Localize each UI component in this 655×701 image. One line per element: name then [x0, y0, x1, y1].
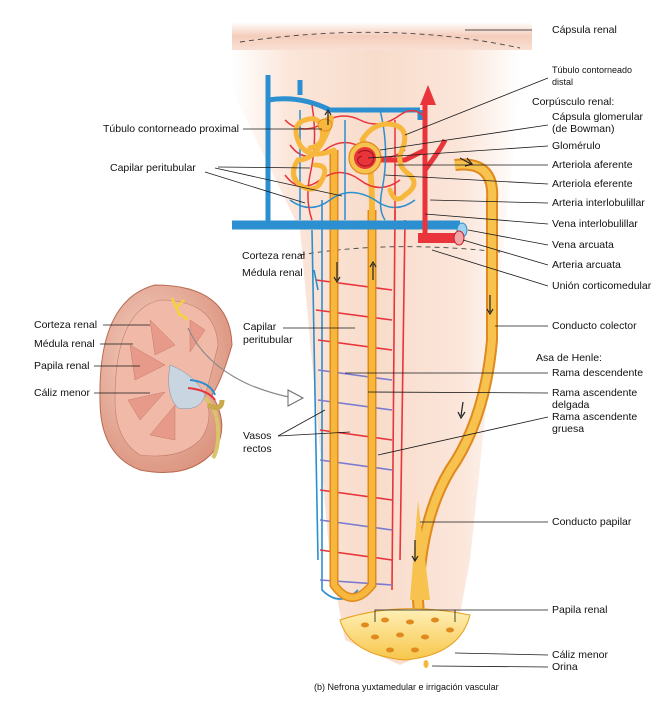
arcuate-artery-end: [453, 230, 465, 246]
inset-pointer-arrowhead: [287, 389, 305, 407]
glomerulus-loops: [356, 149, 375, 167]
renal-papilla: [339, 608, 471, 661]
label-papila-renal-left: Papila renal: [34, 360, 89, 372]
label-capsula-glomerular-line2: (de Bowman): [552, 123, 614, 135]
label-rama-asc-delgada-line2: delgada: [552, 399, 590, 411]
interlobular-artery-tip: [420, 85, 436, 105]
label-tubulo-distal-line2: distal: [552, 77, 573, 87]
label-capilar-mid-line2: peritubular: [243, 334, 293, 346]
label-rama-asc-delgada-line1: Rama ascendente: [552, 387, 637, 399]
label-glomerulo: Glomérulo: [552, 140, 601, 152]
label-vasos-line2: rectos: [243, 443, 272, 455]
label-capilar-peritubular-top: Capilar peritubular: [110, 162, 196, 174]
renal-capsule-band: [232, 22, 532, 50]
label-rama-asc-gruesa-line2: gruesa: [552, 423, 584, 435]
label-vena-arcuata: Vena arcuata: [552, 239, 614, 251]
label-capilar-mid-line1: Capilar: [243, 321, 277, 333]
label-asa-henle: Asa de Henle:: [536, 352, 602, 364]
label-tubulo-proximal: Túbulo contorneado proximal: [103, 123, 239, 135]
label-medula-renal-mid: Médula renal: [242, 267, 303, 279]
label-vena-interlobulillar: Vena interlobulillar: [552, 218, 638, 230]
leader-lines-left: [94, 128, 355, 437]
label-arteriola-aferente: Arteriola aferente: [552, 159, 633, 171]
label-arteria-interlobulillar: Arteria interlobulillar: [552, 197, 645, 209]
label-conducto-papilar: Conducto papilar: [552, 516, 632, 528]
kidney-inset: [99, 284, 233, 473]
label-orina: Orina: [552, 661, 578, 673]
label-corpusculo: Corpúsculo renal:: [532, 96, 614, 108]
collecting-duct: [410, 158, 499, 631]
label-rama-asc-gruesa-line1: Rama ascendente: [552, 411, 637, 423]
label-arteria-arcuata: Arteria arcuata: [552, 259, 621, 271]
capsule-dashed-line: [239, 31, 521, 49]
label-caliz-menor-left: Cáliz menor: [34, 387, 91, 399]
cortical-arteries: [380, 100, 448, 235]
label-conducto-colector: Conducto colector: [552, 320, 637, 332]
label-vasos-line1: Vasos: [243, 430, 271, 442]
label-capsula-glomerular-line1: Cápsula glomerular: [552, 111, 644, 123]
labels-right: Cápsula renal Túbulo contorneado distal …: [532, 24, 652, 673]
labels-left: Túbulo contorneado proximal Capilar peri…: [34, 123, 305, 455]
label-caliz-menor-right: Cáliz menor: [552, 649, 609, 661]
label-corteza-renal-mid: Corteza renal: [242, 250, 305, 262]
label-tubulo-distal-line1: Túbulo contorneado: [552, 65, 632, 75]
papilla-openings: [361, 617, 454, 653]
label-papila-renal-right: Papila renal: [552, 604, 607, 616]
label-union-corticomedular: Unión corticomedular: [552, 280, 652, 292]
label-rama-descendente: Rama descendente: [552, 367, 643, 379]
figure-caption: (b) Nefrona yuxtamedular e irrigación va…: [314, 682, 499, 692]
label-medula-renal-left: Médula renal: [34, 338, 95, 350]
leader-lines: [345, 29, 549, 668]
label-capsula-renal: Cápsula renal: [552, 24, 617, 36]
label-corteza-renal-left: Corteza renal: [34, 319, 97, 331]
inset-pointer-arrow: [187, 327, 296, 399]
urine-drop: [423, 660, 429, 668]
label-arteriola-eferente: Arteriola eferente: [552, 178, 633, 190]
